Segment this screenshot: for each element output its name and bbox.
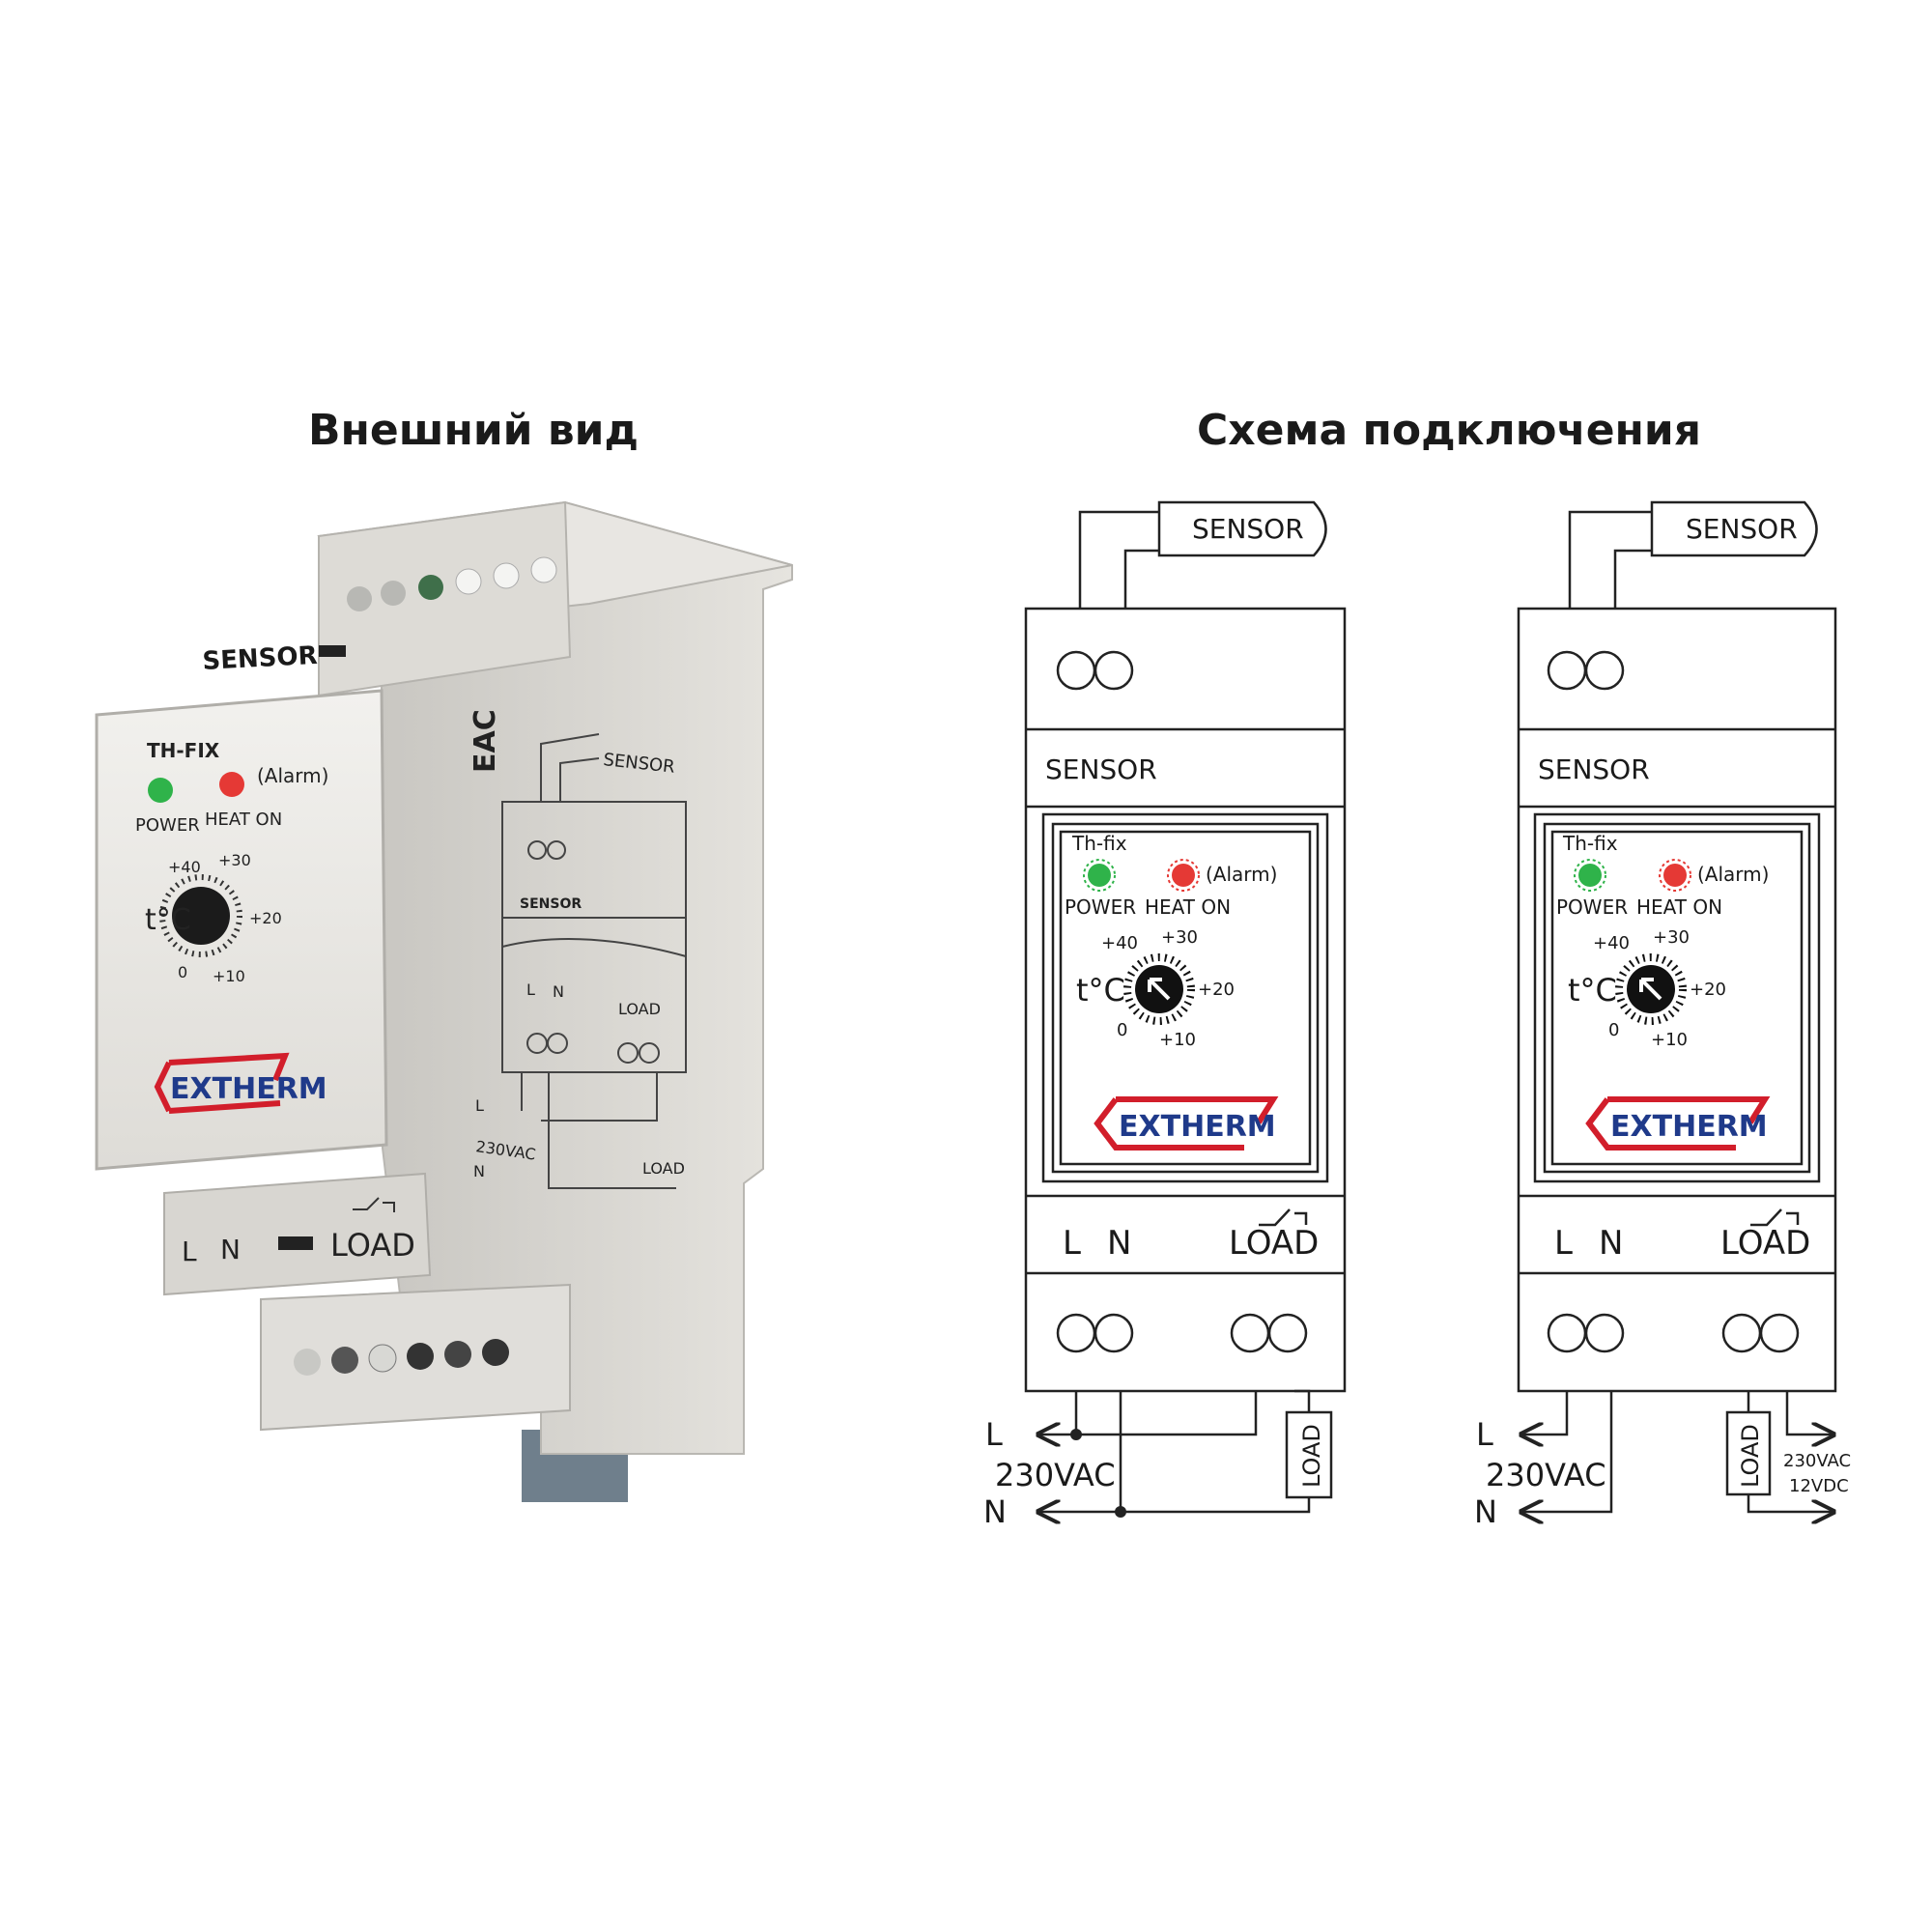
wr-scale-20: +20: [1690, 980, 1726, 1000]
wl-load: LOAD: [1229, 1224, 1319, 1263]
photo-scale-0: 0: [178, 963, 187, 981]
photo-sensor-label: SENSOR: [202, 641, 319, 676]
wr-line-n: N: [1474, 1493, 1497, 1530]
photo-heat-on: HEAT ON: [205, 810, 282, 830]
wl-scale-0: 0: [1117, 1020, 1127, 1040]
photo-heat-led: [219, 772, 244, 797]
wr-scale-0: 0: [1608, 1020, 1619, 1040]
wl-scale-30: +30: [1161, 927, 1198, 948]
lower-step: [163, 1172, 432, 1296]
wl-tunit: t°C: [1076, 972, 1125, 1009]
sensor-probe-left: [1157, 500, 1327, 557]
photo-brand-logo: EXTHERM: [154, 1052, 327, 1114]
wr-power-led: [1578, 864, 1602, 887]
photo-brand: EXTHERM: [170, 1072, 327, 1106]
photo-power-led: [148, 778, 173, 803]
photo-scale-30: +30: [218, 851, 251, 869]
wl-alarm: (Alarm): [1206, 863, 1277, 886]
eac-mark: EAC: [469, 709, 502, 773]
wr-model: Th-fix: [1562, 832, 1618, 855]
wiring-diagram-right: [1517, 500, 1837, 1512]
mini-ln: L: [526, 980, 535, 999]
wl-model: Th-fix: [1071, 832, 1127, 855]
device-front: [95, 689, 388, 1171]
wr-supply-dc: 12VDC: [1789, 1476, 1849, 1496]
wr-tunit: t°C: [1568, 972, 1617, 1009]
photo-alarm: (Alarm): [257, 764, 328, 787]
wr-scale-40: +40: [1593, 933, 1630, 953]
wr-power: POWER: [1556, 895, 1628, 919]
wr-line-l: L: [1476, 1416, 1493, 1453]
wl-load-box: LOAD: [1298, 1424, 1325, 1488]
wl-l: L: [1063, 1224, 1081, 1263]
wl-heat-on: HEAT ON: [1145, 895, 1231, 919]
top-terminal-screws: [347, 556, 557, 611]
wr-scale-30: +30: [1653, 927, 1690, 948]
appearance-heading: Внешний вид: [307, 406, 639, 455]
photo-l: L: [182, 1236, 197, 1267]
wiring-heading: Схема подключения: [1196, 406, 1702, 455]
mini-n2: N: [473, 1162, 485, 1180]
wl-brand: EXTHERM: [1119, 1110, 1276, 1144]
load-box-left: [1285, 1410, 1333, 1499]
sensor-probe-right: [1650, 500, 1818, 557]
wl-line-n: N: [983, 1493, 1007, 1530]
wr-heat-on: HEAT ON: [1636, 895, 1722, 919]
photo-load: LOAD: [330, 1227, 415, 1264]
wr-supply-ac: 230VAC: [1783, 1451, 1851, 1471]
wl-power-led: [1088, 864, 1111, 887]
mini-sensor-2: SENSOR: [520, 896, 582, 912]
device-body-right: [1517, 607, 1837, 1393]
photo-tunit: t°C: [145, 903, 191, 937]
device-body-left: [1024, 607, 1347, 1393]
wl-sensor: SENSOR: [1045, 753, 1157, 785]
wr-load: LOAD: [1720, 1224, 1810, 1263]
photo-scale-40: +40: [168, 858, 201, 876]
photo-knob: [172, 887, 230, 945]
wl-voltage: 230VAC: [995, 1457, 1116, 1493]
wr-voltage: 230VAC: [1486, 1457, 1606, 1493]
photo-n: N: [220, 1234, 241, 1265]
photo-scale-20: +20: [249, 909, 282, 927]
wl-line-l: L: [985, 1416, 1003, 1453]
wl-scale-20: +20: [1198, 980, 1235, 1000]
wr-brand: EXTHERM: [1610, 1110, 1768, 1144]
wl-scale-40: +40: [1101, 933, 1138, 953]
side-mini-diagram: [501, 733, 687, 1189]
wr-heat-led: [1663, 864, 1687, 887]
wr-load-box: LOAD: [1737, 1424, 1764, 1488]
wr-n: N: [1599, 1224, 1623, 1263]
wl-scale-10: +10: [1159, 1030, 1196, 1050]
photo-power: POWER: [135, 815, 200, 836]
mini-n: N: [553, 982, 564, 1001]
mini-load-out: LOAD: [642, 1159, 685, 1178]
wl-brand-logo: EXTHERM: [1094, 1096, 1279, 1151]
mini-l: L: [475, 1096, 484, 1115]
wr-alarm: (Alarm): [1697, 863, 1769, 886]
mini-load: LOAD: [618, 1000, 661, 1018]
wl-n: N: [1107, 1224, 1131, 1263]
wr-sensor: SENSOR: [1538, 753, 1650, 785]
wl-power: POWER: [1065, 895, 1136, 919]
wr-sensor-probe: SENSOR: [1686, 513, 1798, 545]
photo-model: TH-FIX: [147, 739, 220, 762]
wiring-diagram-left: [1024, 500, 1347, 1512]
wl-sensor-probe: SENSOR: [1192, 513, 1304, 545]
wr-l: L: [1554, 1224, 1573, 1263]
wr-scale-10: +10: [1651, 1030, 1688, 1050]
wr-brand-logo: EXTHERM: [1585, 1096, 1771, 1151]
photo-scale-10: +10: [213, 967, 245, 985]
bottom-terminal-screws: [294, 1339, 509, 1376]
wl-heat-led: [1172, 864, 1195, 887]
device-photo: SENSOR TH-FIX (Alarm) POWER HEAT ON t°C …: [95, 500, 793, 1502]
